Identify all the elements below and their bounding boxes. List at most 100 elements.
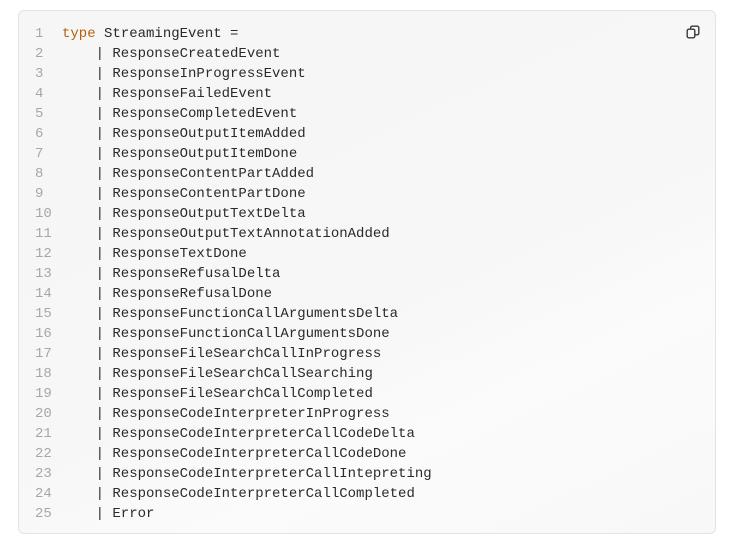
code-line: 20 | ResponseCodeInterpreterInProgress — [19, 404, 432, 424]
line-number: 14 — [35, 286, 52, 302]
line-number: 19 — [35, 386, 52, 402]
code-line: 24 | ResponseCodeInterpreterCallComplete… — [19, 484, 432, 504]
code-text: | ResponseContentPartDone — [62, 184, 306, 204]
code-content: | ResponseInProgressEvent — [62, 66, 306, 82]
code-line: 11 | ResponseOutputTextAnnotationAdded — [19, 224, 432, 244]
code-line: 6 | ResponseOutputItemAdded — [19, 124, 432, 144]
code-line: 21 | ResponseCodeInterpreterCallCodeDelt… — [19, 424, 432, 444]
code-line: 19 | ResponseFileSearchCallCompleted — [19, 384, 432, 404]
code-text: | ResponseInProgressEvent — [62, 64, 306, 84]
line-number: 25 — [35, 506, 52, 522]
code-content: | ResponseFailedEvent — [62, 86, 273, 102]
code-content: | ResponseTextDone — [62, 246, 247, 262]
line-number: 17 — [35, 346, 52, 362]
code-content: | ResponseFileSearchCallInProgress — [62, 346, 382, 362]
copy-code-button[interactable] — [683, 22, 703, 42]
line-number: 2 — [35, 46, 44, 62]
code-line: 4 | ResponseFailedEvent — [19, 84, 432, 104]
code-line: 14 | ResponseRefusalDone — [19, 284, 432, 304]
code-content: | ResponseCompletedEvent — [62, 106, 298, 122]
code-line: 7 | ResponseOutputItemDone — [19, 144, 432, 164]
code-line: 16 | ResponseFunctionCallArgumentsDone — [19, 324, 432, 344]
line-number: 13 — [35, 266, 52, 282]
code-text: | ResponseFunctionCallArgumentsDelta — [62, 304, 398, 324]
line-number: 8 — [35, 166, 44, 182]
code-content: | ResponseOutputTextAnnotationAdded — [62, 226, 390, 242]
code-line: 22 | ResponseCodeInterpreterCallCodeDone — [19, 444, 432, 464]
code-text: | ResponseFileSearchCallCompleted — [62, 384, 373, 404]
code-text: | ResponseOutputItemAdded — [62, 124, 306, 144]
line-number: 23 — [35, 466, 52, 482]
code-line: 9 | ResponseContentPartDone — [19, 184, 432, 204]
line-number: 24 — [35, 486, 52, 502]
code-content: StreamingEvent = — [95, 26, 239, 42]
code-content: | ResponseCodeInterpreterCallCodeDone — [62, 446, 407, 462]
line-number: 21 — [35, 426, 52, 442]
line-number: 6 — [35, 126, 44, 142]
code-content: | ResponseCodeInterpreterCallIntepreting — [62, 466, 432, 482]
code-line: 18 | ResponseFileSearchCallSearching — [19, 364, 432, 384]
code-content: | ResponseRefusalDone — [62, 286, 273, 302]
code-line: 17 | ResponseFileSearchCallInProgress — [19, 344, 432, 364]
code-line: 13 | ResponseRefusalDelta — [19, 264, 432, 284]
code-content: | ResponseFunctionCallArgumentsDelta — [62, 306, 399, 322]
code-content: | ResponseFileSearchCallCompleted — [62, 386, 373, 402]
code-line: 23 | ResponseCodeInterpreterCallIntepret… — [19, 464, 432, 484]
code-text: | ResponseFileSearchCallInProgress — [62, 344, 382, 364]
code-text: | ResponseCompletedEvent — [62, 104, 298, 124]
line-number: 1 — [35, 26, 44, 42]
code-line: 2 | ResponseCreatedEvent — [19, 44, 432, 64]
code-line: 25 | Error — [19, 504, 432, 524]
code-content: | ResponseRefusalDelta — [62, 266, 281, 282]
code-content: | ResponseContentPartAdded — [62, 166, 315, 182]
code-text: | ResponseCodeInterpreterCallCompleted — [62, 484, 415, 504]
line-number: 16 — [35, 326, 52, 342]
code-content: | ResponseFunctionCallArgumentsDone — [62, 326, 390, 342]
line-number: 7 — [35, 146, 44, 162]
code-text: | ResponseRefusalDelta — [62, 264, 281, 284]
code-content: | ResponseOutputItemAdded — [62, 126, 306, 142]
code-line: 10 | ResponseOutputTextDelta — [19, 204, 432, 224]
code-text: | ResponseOutputTextDelta — [62, 204, 306, 224]
code-content: | ResponseOutputItemDone — [62, 146, 298, 162]
code-text: | ResponseRefusalDone — [62, 284, 272, 304]
code-content: | ResponseCodeInterpreterCallCompleted — [62, 486, 415, 502]
line-number: 9 — [35, 186, 44, 202]
code-text: | ResponseTextDone — [62, 244, 247, 264]
code-content: | ResponseContentPartDone — [62, 186, 306, 202]
line-number: 12 — [35, 246, 52, 262]
code-line: 12 | ResponseTextDone — [19, 244, 432, 264]
code-line: 3 | ResponseInProgressEvent — [19, 64, 432, 84]
copy-icon — [686, 25, 700, 39]
code-content: | ResponseCreatedEvent — [62, 46, 281, 62]
code-text: | ResponseContentPartAdded — [62, 164, 314, 184]
code-text: | ResponseOutputTextAnnotationAdded — [62, 224, 390, 244]
line-number: 22 — [35, 446, 52, 462]
code-line: 15 | ResponseFunctionCallArgumentsDelta — [19, 304, 432, 324]
line-number: 15 — [35, 306, 52, 322]
code-content: | ResponseCodeInterpreterCallCodeDelta — [62, 426, 415, 442]
code-text: | ResponseFailedEvent — [62, 84, 272, 104]
code-line: 5 | ResponseCompletedEvent — [19, 104, 432, 124]
code-text: | ResponseOutputItemDone — [62, 144, 298, 164]
line-number: 20 — [35, 406, 52, 422]
code-text: type StreamingEvent = — [62, 24, 238, 44]
code-line: 8 | ResponseContentPartAdded — [19, 164, 432, 184]
code-text: | ResponseCodeInterpreterCallIntepreting — [62, 464, 432, 484]
code-text: | ResponseCodeInterpreterCallCodeDelta — [62, 424, 415, 444]
code-text: | ResponseCodeInterpreterInProgress — [62, 404, 390, 424]
code-text: | ResponseFileSearchCallSearching — [62, 364, 373, 384]
code-content: | ResponseOutputTextDelta — [62, 206, 306, 222]
line-number: 5 — [35, 106, 44, 122]
line-number: 3 — [35, 66, 44, 82]
code-content: | Error — [62, 506, 155, 522]
code-keyword: type — [62, 26, 96, 42]
code-content: | ResponseFileSearchCallSearching — [62, 366, 373, 382]
line-number: 4 — [35, 86, 44, 102]
line-number: 11 — [35, 226, 52, 242]
code-text: | ResponseCodeInterpreterCallCodeDone — [62, 444, 407, 464]
code-line: 1 type StreamingEvent = — [19, 24, 432, 44]
line-number: 18 — [35, 366, 52, 382]
